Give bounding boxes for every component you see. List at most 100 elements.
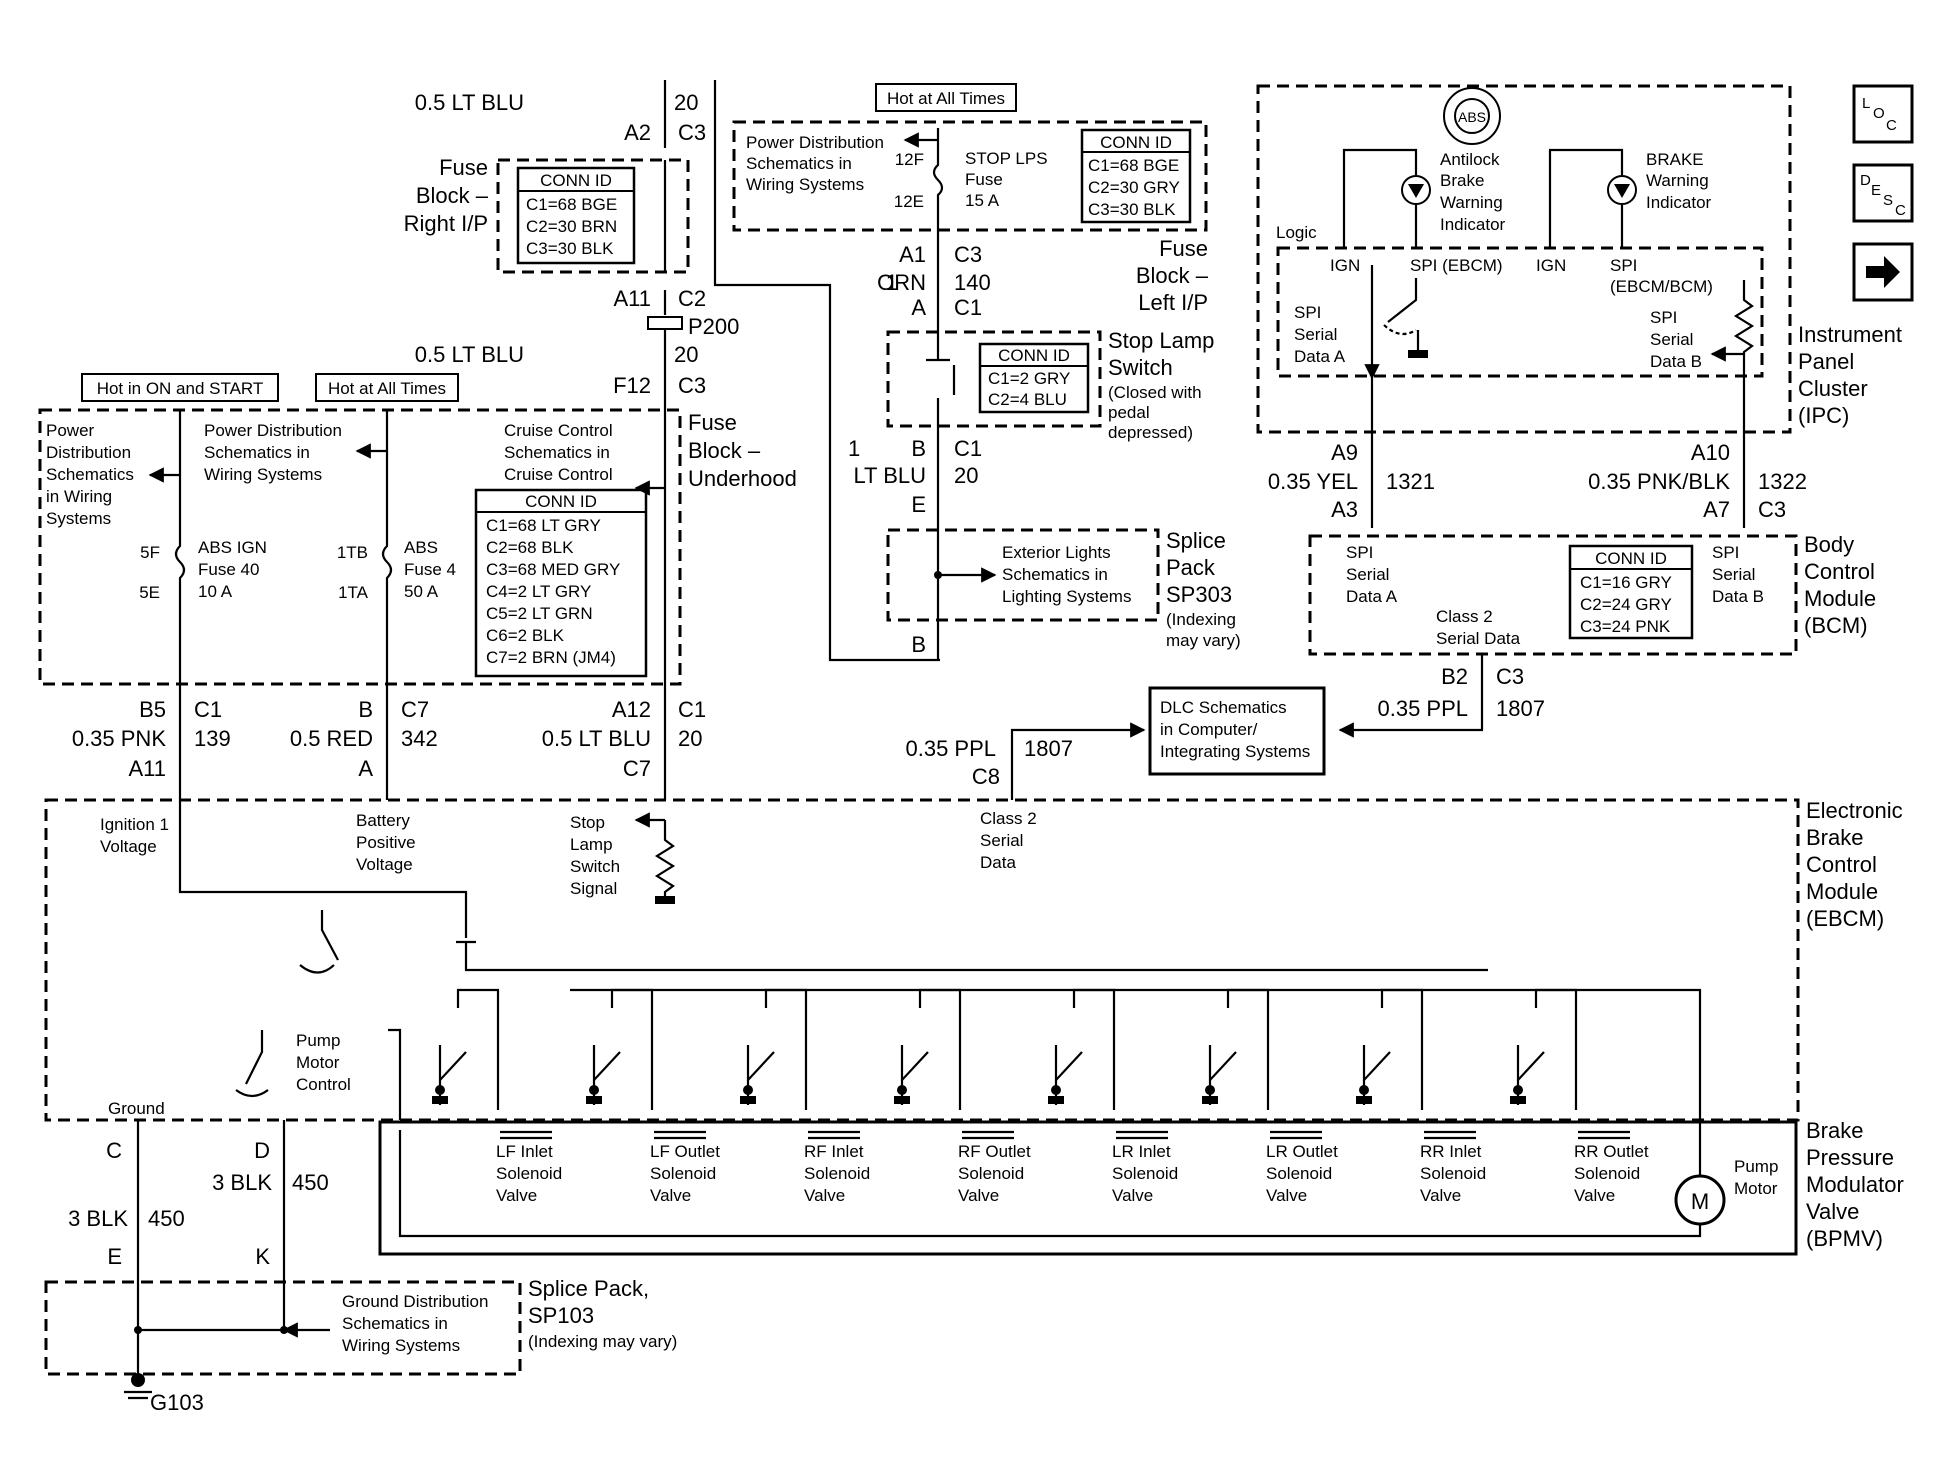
svg-text:in Wiring: in Wiring [46,487,112,506]
svg-text:A2: A2 [624,120,651,145]
svg-text:1321: 1321 [1386,469,1435,494]
svg-text:Indicator: Indicator [1440,215,1506,234]
svg-text:P200: P200 [688,314,739,339]
svg-text:C1: C1 [678,697,706,722]
svg-text:A3: A3 [1331,497,1358,522]
svg-text:A10: A10 [1691,440,1730,465]
svg-text:Hot at All Times: Hot at All Times [887,89,1005,108]
svg-text:Power Distribution: Power Distribution [746,133,884,152]
svg-text:E: E [107,1244,122,1269]
svg-text:Solenoid: Solenoid [496,1164,562,1183]
svg-text:C3=30 BLK: C3=30 BLK [526,239,614,258]
svg-text:Solenoid: Solenoid [958,1164,1024,1183]
svg-text:C3: C3 [678,120,706,145]
svg-text:10 A: 10 A [198,582,233,601]
wire [713,80,940,662]
svg-text:Control: Control [1804,559,1875,584]
svg-text:Splice Pack,: Splice Pack, [528,1276,649,1301]
svg-text:Solenoid: Solenoid [1574,1164,1640,1183]
svg-text:Valve: Valve [1420,1186,1461,1205]
svg-text:IGN: IGN [1330,256,1360,275]
svg-text:Electronic: Electronic [1806,798,1903,823]
svg-text:Data A: Data A [1294,347,1346,366]
svg-text:1: 1 [886,270,898,295]
wire [388,1028,402,1120]
svg-text:Cruise Control: Cruise Control [504,465,613,484]
svg-text:0.35 PNK: 0.35 PNK [72,726,166,751]
svg-text:D: D [1860,172,1871,189]
svg-text:F12: F12 [613,373,651,398]
svg-text:may vary): may vary) [1166,631,1241,650]
svg-text:A7: A7 [1703,497,1730,522]
svg-text:Switch: Switch [1108,355,1173,380]
svg-text:C3=30 BLK: C3=30 BLK [1088,200,1176,219]
svg-text:ABS: ABS [1458,109,1486,125]
svg-text:Solenoid: Solenoid [1420,1164,1486,1183]
svg-text:Modulator: Modulator [1806,1172,1904,1197]
svg-text:Motor: Motor [296,1053,340,1072]
svg-text:C2=24 GRY: C2=24 GRY [1580,595,1672,614]
valve-lf-outlet: LF Outlet Solenoid Valve [650,1130,720,1205]
svg-text:C2=4 BLU: C2=4 BLU [988,390,1067,409]
svg-text:A11: A11 [128,756,166,781]
svg-text:12F: 12F [895,150,924,169]
svg-text:B5: B5 [139,697,166,722]
svg-text:Power Distribution: Power Distribution [204,421,342,440]
svg-text:Ignition 1: Ignition 1 [100,815,169,834]
svg-text:CONN ID: CONN ID [540,171,612,190]
svg-text:Voltage: Voltage [356,855,413,874]
svg-text:Right I/P: Right I/P [404,211,488,236]
svg-text:C1=68 LT GRY: C1=68 LT GRY [486,516,601,535]
svg-text:Positive: Positive [356,833,416,852]
svg-text:C: C [1886,117,1897,134]
svg-text:Valve: Valve [1266,1186,1307,1205]
svg-text:Schematics in: Schematics in [1002,565,1108,584]
svg-text:C1=16 GRY: C1=16 GRY [1580,573,1672,592]
svg-text:0.35 PPL: 0.35 PPL [905,736,996,761]
body-control-module: SPI Serial Data A Class 2 Serial Data CO… [1308,532,1876,656]
svg-text:Battery: Battery [356,811,410,830]
svg-text:LT BLU: LT BLU [853,463,926,488]
svg-text:140: 140 [954,270,991,295]
wire [136,1120,286,1380]
svg-text:Fuse: Fuse [1159,236,1208,261]
fuse-block-underhood: Hot in ON and START Hot at All Times Pow… [38,373,797,686]
svg-text:0.35 PPL: 0.35 PPL [1377,696,1468,721]
switch [299,910,339,974]
svg-text:1322: 1322 [1758,469,1807,494]
valve-lr-inlet: LR Inlet Solenoid Valve [1112,1130,1178,1205]
svg-text:Wiring Systems: Wiring Systems [204,465,322,484]
svg-text:C3: C3 [954,242,982,267]
solenoid-driver [1202,988,1270,1110]
svg-text:Instrument: Instrument [1798,322,1902,347]
svg-text:IGN: IGN [1536,256,1566,275]
svg-text:C3: C3 [678,373,706,398]
desc-icon[interactable]: D E S C [1852,163,1914,223]
svg-text:Exterior Lights: Exterior Lights [1002,543,1111,562]
svg-text:0.5 LT BLU: 0.5 LT BLU [415,90,524,115]
svg-text:Pressure: Pressure [1806,1145,1894,1170]
fuse-symbol [932,128,944,232]
loc-icon[interactable]: L O C [1852,84,1914,144]
svg-text:Panel: Panel [1798,349,1854,374]
svg-text:RR Outlet: RR Outlet [1574,1142,1649,1161]
svg-text:Antilock: Antilock [1440,150,1500,169]
svg-text:RF Outlet: RF Outlet [958,1142,1031,1161]
resistor [654,820,676,896]
svg-text:Schematics in: Schematics in [504,443,610,462]
svg-text:CONN ID: CONN ID [998,346,1070,365]
svg-text:A12: A12 [612,697,651,722]
svg-text:Warning: Warning [1440,193,1503,212]
svg-text:Signal: Signal [570,879,617,898]
svg-text:C5=2 LT GRN: C5=2 LT GRN [486,604,593,623]
svg-text:DLC Schematics: DLC Schematics [1160,698,1287,717]
svg-text:1: 1 [848,436,860,461]
svg-text:Left I/P: Left I/P [1138,290,1208,315]
svg-text:Solenoid: Solenoid [1266,1164,1332,1183]
svg-text:C1=68 BGE: C1=68 BGE [1088,156,1179,175]
svg-text:SPI: SPI [1712,543,1739,562]
arrow-right-icon[interactable] [1852,242,1914,302]
svg-text:C: C [1895,202,1906,219]
svg-text:ORN: ORN [877,270,926,295]
svg-text:(Indexing: (Indexing [1166,610,1236,629]
